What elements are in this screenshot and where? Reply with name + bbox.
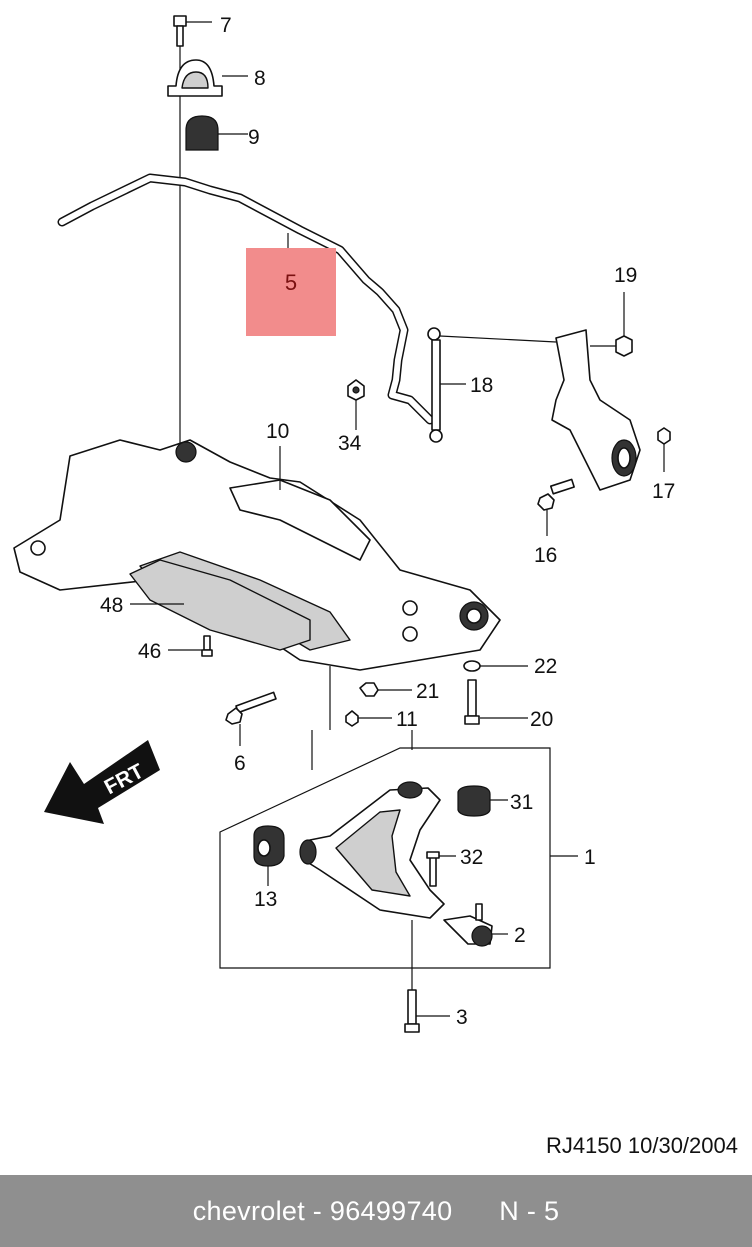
bolt-3 (404, 920, 450, 1033)
bolt-46 (168, 635, 213, 657)
callout-20: 20 (530, 708, 553, 731)
callout-19: 19 (614, 264, 637, 287)
callout-6: 6 (234, 752, 246, 775)
callout-16: 16 (534, 544, 557, 567)
callout-22: 22 (534, 655, 557, 678)
front-direction-arrow: FRT (44, 740, 160, 824)
callout-17: 17 (652, 480, 675, 503)
callout-10: 10 (266, 420, 289, 443)
control-arm-group (219, 730, 578, 969)
bracket-8 (167, 59, 248, 97)
callout-18: 18 (470, 374, 493, 397)
callout-31: 31 (510, 791, 533, 814)
bolt-7 (173, 15, 212, 47)
callout-13: 13 (254, 888, 277, 911)
callout-3: 3 (456, 1006, 468, 1029)
footer-separator: - (305, 1195, 330, 1226)
drawing-reference: RJ4150 10/30/2004 (545, 1133, 738, 1158)
footer-brand: chevrolet (192, 1195, 305, 1226)
footer-bar: chevrolet - 96499740 N - 5 (0, 1175, 752, 1247)
callout-21: 21 (416, 680, 439, 703)
callout-34: 34 (338, 432, 362, 455)
fasteners-right (329, 660, 528, 730)
callout-1: 1 (584, 846, 596, 869)
callout-8: 8 (254, 67, 266, 90)
callout-5: 5 (284, 270, 298, 295)
callout-32: 32 (460, 846, 483, 869)
highlight-box (246, 248, 336, 336)
bolt-6 (225, 691, 277, 746)
callout-11: 11 (396, 708, 418, 731)
exploded-parts-diagram: FRT 7 8 9 19 18 (13, 14, 675, 1033)
bushing-9 (185, 115, 248, 151)
reinforcement-plate-48 (129, 559, 311, 651)
callout-9: 9 (248, 126, 260, 149)
callout-46: 46 (138, 640, 161, 663)
callout-7: 7 (220, 14, 232, 37)
steering-knuckle (537, 292, 671, 536)
nut-34 (347, 379, 365, 430)
callout-48: 48 (100, 594, 123, 617)
stabilizer-link-18 (427, 327, 557, 443)
footer-position: N - 5 (499, 1195, 560, 1226)
callout-2: 2 (514, 924, 526, 947)
footer-part-number: 96499740 (329, 1195, 453, 1226)
footer-gap (452, 1196, 499, 1227)
